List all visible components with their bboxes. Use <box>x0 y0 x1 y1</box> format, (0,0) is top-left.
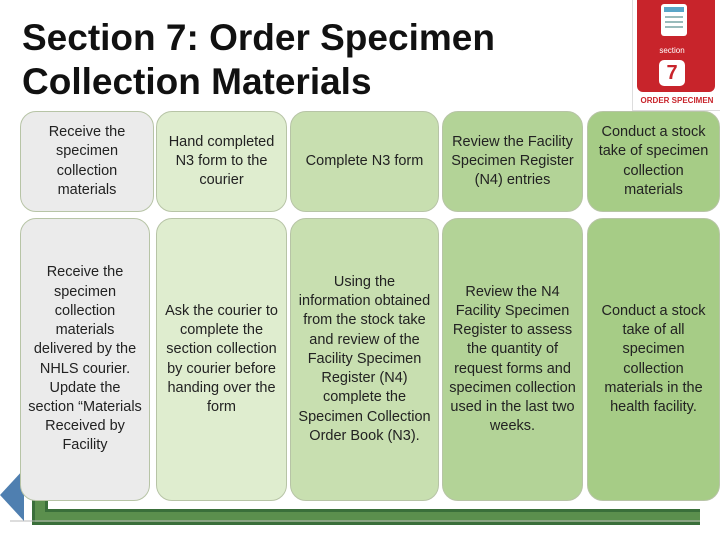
step-5-bottom-text: Conduct a stock take of all specimen col… <box>601 302 706 415</box>
step-4-bottom-text: Review the N4 Facility Specimen Register… <box>449 283 576 435</box>
slide-title: Section 7: Order Specimen Collection Mat… <box>22 16 612 104</box>
step-card-1-top: Receive the specimen collection material… <box>20 111 154 212</box>
step-card-5-bottom: Conduct a stock take of all specimen col… <box>587 218 720 501</box>
step-card-4-top: Review the Facility Specimen Register (N… <box>442 111 583 212</box>
step-card-2-top: Hand completed N3 form to the courier <box>156 111 287 212</box>
step-1-top-text: Receive the specimen collection material… <box>48 124 126 198</box>
badge-label: ORDER SPECIMEN <box>640 96 714 105</box>
step-card-4-bottom: Review the N4 Facility Specimen Register… <box>442 218 583 501</box>
step-card-2-bottom: Ask the courier to complete the section … <box>156 218 287 501</box>
title-line-1: Section 7: Order Specimen <box>22 17 495 58</box>
step-2-bottom-text: Ask the courier to complete the section … <box>165 302 278 415</box>
step-card-3-top: Complete N3 form <box>290 111 439 212</box>
step-3-top-text: Complete N3 form <box>305 152 424 169</box>
step-3-bottom-text: Using the information obtained from the … <box>298 274 431 444</box>
step-1-bottom-text: Receive the specimen collection material… <box>28 264 142 454</box>
badge-section-text: section <box>659 46 685 55</box>
document-icon <box>661 4 687 36</box>
badge-number: 7 <box>659 60 685 86</box>
step-card-3-bottom: Using the information obtained from the … <box>290 218 439 501</box>
section-badge: section 7 ORDER SPECIMEN <box>632 0 720 111</box>
step-4-top-text: Review the Facility Specimen Register (N… <box>451 133 574 189</box>
step-2-top-text: Hand completed N3 form to the courier <box>168 133 275 189</box>
step-5-top-text: Conduct a stock take of specimen collect… <box>598 124 709 198</box>
step-card-5-top: Conduct a stock take of specimen collect… <box>587 111 720 212</box>
step-card-1-bottom: Receive the specimen collection material… <box>20 218 150 501</box>
title-line-2: Collection Materials <box>22 61 372 102</box>
